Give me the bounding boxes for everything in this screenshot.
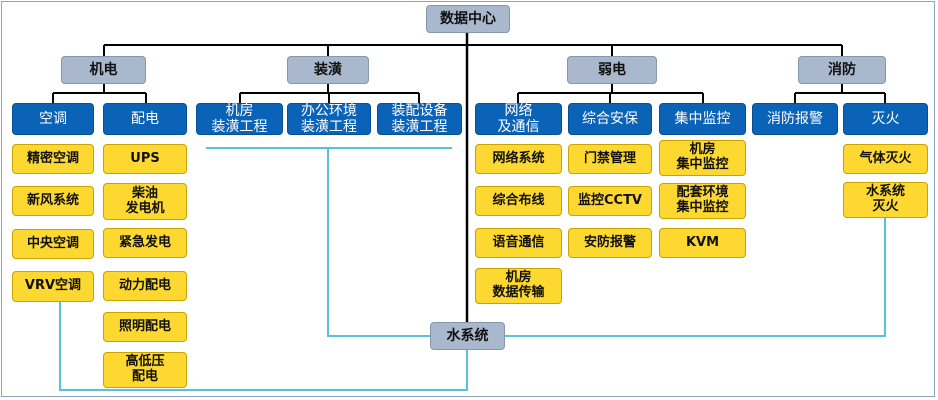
item-peidian: 柴油 发电机 (103, 183, 187, 220)
subsystem-kongtiao: 空调 (12, 103, 94, 135)
item-peidian: 动力配电 (103, 271, 187, 301)
category-xiaofang: 消防 (798, 56, 886, 84)
subsystem-peidian: 配电 (103, 103, 187, 135)
item-kongtiao: VRV空调 (12, 271, 94, 302)
item-jiankong: KVM (659, 228, 746, 258)
subsystem-zonghe-anbao: 综合安保 (568, 103, 652, 135)
item-anbao: 安防报警 (568, 228, 652, 258)
subsystem-xiaofang-baojing: 消防报警 (752, 103, 838, 135)
item-jiankong: 机房 集中监控 (659, 140, 746, 176)
category-shuixitong: 水系统 (430, 322, 505, 350)
item-peidian: 紧急发电 (103, 228, 187, 258)
item-peidian: 照明配电 (103, 312, 187, 342)
item-miehuo: 水系统 灭火 (843, 182, 928, 218)
item-anbao: 监控CCTV (568, 186, 652, 216)
subsystem-miehuo: 灭火 (843, 103, 928, 135)
item-miehuo: 气体灭火 (843, 144, 928, 174)
item-kongtiao: 中央空调 (12, 229, 94, 259)
water-line-right (505, 218, 886, 337)
item-jiankong: 配套环境 集中监控 (659, 183, 746, 219)
subsystem-shebei-zhuangman: 装配设备 装潢工程 (377, 103, 462, 135)
item-peidian: UPS (103, 144, 187, 174)
category-jidian: 机电 (61, 56, 146, 84)
item-wangluo: 网络系统 (475, 144, 562, 174)
item-wangluo: 机房 数据传输 (475, 268, 562, 304)
subsystem-wangluo-tongxin: 网络 及通信 (475, 103, 562, 135)
item-wangluo: 语音通信 (475, 228, 562, 258)
root-node: 数据中心 (426, 5, 510, 33)
item-anbao: 门禁管理 (568, 144, 652, 174)
subsystem-jizhong-jiankong: 集中监控 (659, 103, 746, 135)
water-line-left (59, 302, 468, 391)
water-line-center (327, 148, 430, 337)
category-ruodian: 弱电 (567, 56, 657, 84)
subsystem-jifang-zhuangman: 机房 装潢工程 (196, 103, 283, 135)
item-kongtiao: 精密空调 (12, 144, 94, 174)
subsystem-bangong-zhuangman: 办公环境 装潢工程 (287, 103, 371, 135)
item-kongtiao: 新风系统 (12, 186, 94, 216)
item-peidian: 高低压 配电 (103, 352, 187, 388)
item-wangluo: 综合布线 (475, 186, 562, 216)
category-zhuangman: 装潢 (287, 56, 369, 84)
